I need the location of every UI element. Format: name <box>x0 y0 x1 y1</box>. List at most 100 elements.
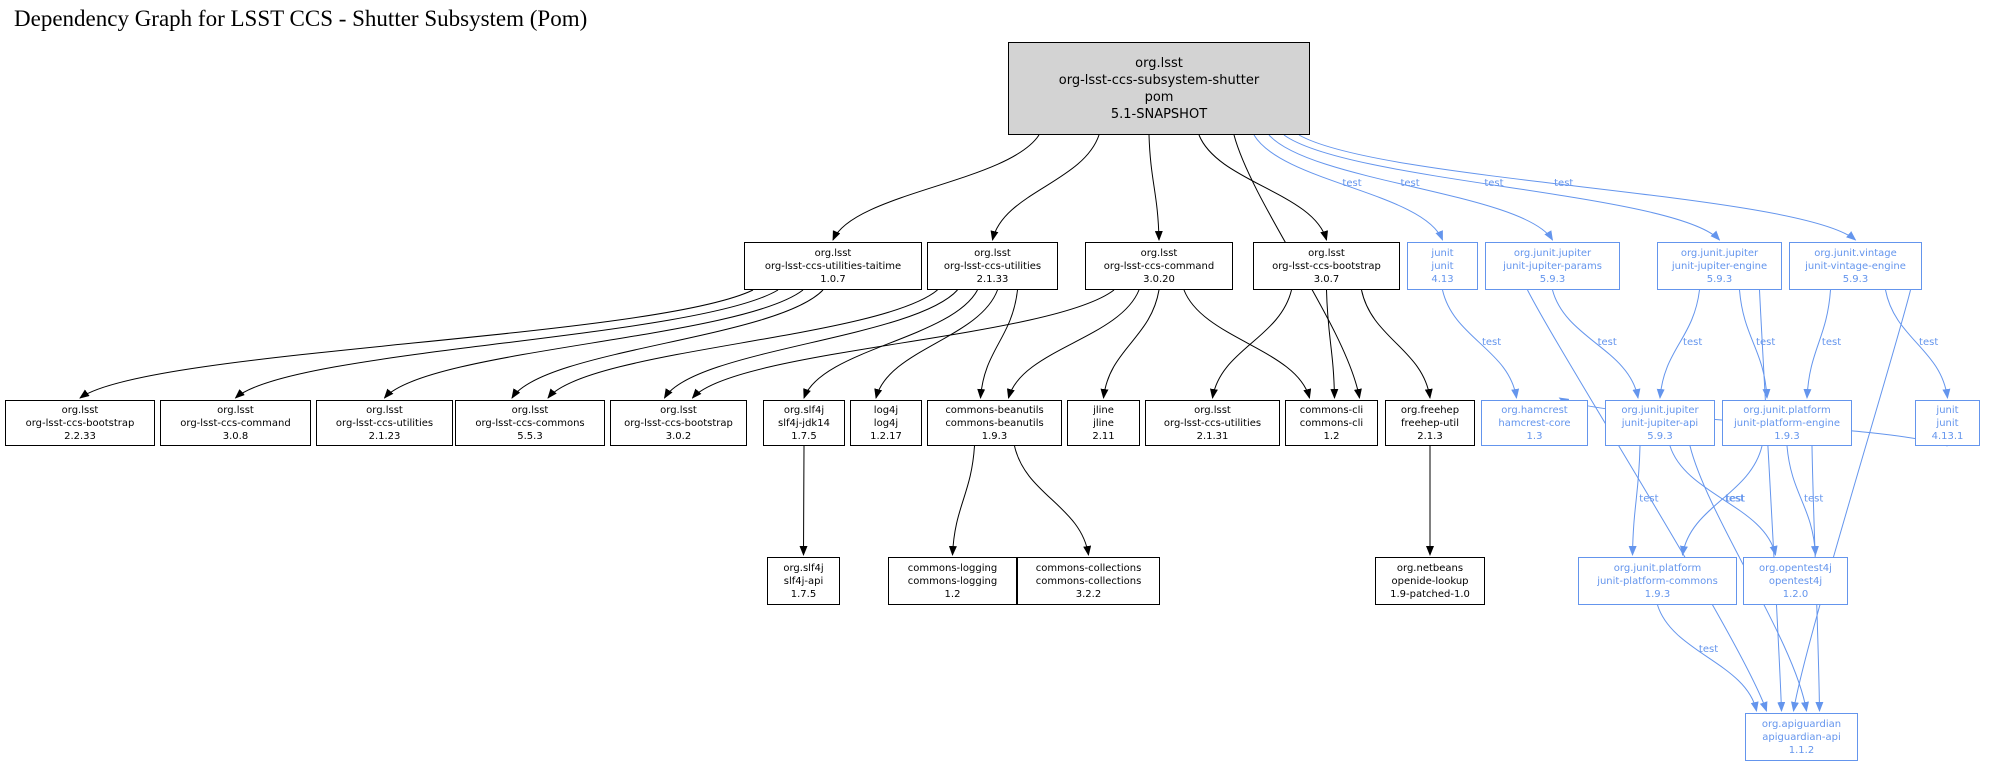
node-label-line: junit <box>1936 417 1959 429</box>
edge-bootstrap307-to-utilities2131 <box>1210 289 1292 399</box>
node-label-line: 2.1.31 <box>1196 430 1229 442</box>
edge-slf4j_jdk14-to-slf4japi <box>799 445 808 556</box>
edge-vintage-to-apiguardian <box>1791 289 1911 712</box>
node-label-line: log4j <box>873 404 899 416</box>
node-label-line: freehep-util <box>1401 417 1459 429</box>
edge-beanutils-to-collections <box>1014 445 1092 556</box>
node-label-line: org.lsst <box>61 404 99 416</box>
edge-test-label: test <box>1342 178 1361 189</box>
node-label-line: org.lsst <box>366 404 403 416</box>
edge-test-label: test <box>1484 178 1503 189</box>
node-label-line: 5.9.3 <box>1706 273 1733 285</box>
edge-test-label: test <box>1598 337 1617 348</box>
node-label-line: org-lsst-ccs-utilities <box>943 260 1042 272</box>
graph-title: Dependency Graph for LSST CCS - Shutter … <box>14 6 588 31</box>
node-label-line: 5.5.3 <box>517 430 543 442</box>
edge-test-label: test <box>1726 494 1745 505</box>
node-label-line: 2.1.33 <box>976 273 1009 285</box>
node-label-line: 2.1.3 <box>1417 430 1443 442</box>
node-label-line: org.lsst <box>1308 247 1345 259</box>
node-label-line: 3.0.8 <box>222 430 249 442</box>
node-label-line: 1.9-patched-1.0 <box>1390 588 1470 600</box>
node-label-line: org.lsst <box>1194 404 1231 416</box>
node-label-line: junit-vintage-engine <box>1805 260 1906 272</box>
node-label-line: org.junit.jupiter <box>1680 247 1759 259</box>
edge-pom-to-taitime <box>832 134 1040 241</box>
edge-pengine-to-opentest4j <box>1786 445 1819 556</box>
edge-engine-to-apiguardian <box>1759 289 1786 712</box>
edge-params-to-apiguardian <box>1527 289 1768 712</box>
node-label-line: 2.2.33 <box>64 430 96 442</box>
node-label-line: 2.1.23 <box>368 430 401 442</box>
edge-pom-to-utilities2133 <box>990 134 1100 241</box>
edge-taitime-to-utilities2123 <box>383 289 804 399</box>
node-label-line: org.junit.jupiter <box>1513 247 1592 259</box>
node-label-line: org.lsst <box>660 404 697 416</box>
node-label-line: 1.7.5 <box>790 588 817 600</box>
node-label-line: 1.2 <box>944 588 961 600</box>
edge-engine-to-api <box>1656 289 1700 399</box>
node-label-line: org.lsst <box>511 404 549 416</box>
edge-test-label: test <box>1919 337 1938 348</box>
node-label-line: junit <box>1431 260 1454 272</box>
node-label-line: commons-beanutils <box>945 404 1044 416</box>
node-label-line: 5.9.3 <box>1842 273 1869 285</box>
node-label-line: org.junit.jupiter <box>1621 404 1699 416</box>
node-label-line: commons-collections <box>1035 575 1142 587</box>
node-label-line: org-lsst-ccs-utilities <box>335 417 434 429</box>
edge-command3020-to-beanutils <box>1006 289 1140 399</box>
node-label-line: jline <box>1093 417 1114 429</box>
edge-beanutils-to-logging <box>948 445 975 556</box>
edge-pom-to-engine <box>1283 134 1721 241</box>
node-label-line: apiguardian-api <box>1762 731 1841 743</box>
node-label-line: junit <box>1936 404 1959 416</box>
node-label-line: org-lsst-ccs-utilities-taitime <box>764 260 902 272</box>
node-label-line: org-lsst-ccs-bootstrap <box>624 417 733 429</box>
node-label-line: 4.13.1 <box>1931 430 1964 442</box>
edge-engine-to-pengine <box>1739 289 1771 399</box>
node-label-line: pom <box>1144 89 1174 105</box>
node-label-line: org.lsst <box>217 404 254 416</box>
node-label-line: opentest4j <box>1768 575 1823 587</box>
edge-test-label: test <box>1756 337 1775 348</box>
node-label-line: commons-beanutils <box>945 417 1044 429</box>
edge-test-label: test <box>1554 178 1573 189</box>
edge-params-to-api <box>1552 289 1641 399</box>
node-label-line: org-lsst-ccs-bootstrap <box>25 417 135 429</box>
node-label-line: slf4j-api <box>783 575 824 587</box>
node-label-line: commons-logging <box>907 562 998 574</box>
node-label-line: org.lsst <box>1140 247 1178 259</box>
edge-test-label: test <box>1725 494 1744 505</box>
edge-bootstrap307-to-commonscli <box>1326 289 1339 399</box>
node-label-line: org-lsst-ccs-subsystem-shutter <box>1058 72 1260 88</box>
node-label-line: commons-collections <box>1035 562 1142 574</box>
node-label-line: 1.1.2 <box>1788 744 1815 756</box>
edge-test-label: test <box>1482 337 1501 348</box>
node-label-line: org.junit.platform <box>1613 562 1702 574</box>
edge-utilities2133-to-log4j <box>874 289 998 399</box>
node-label-line: org.opentest4j <box>1759 562 1832 574</box>
node-label-line: junit-jupiter-engine <box>1671 260 1768 272</box>
